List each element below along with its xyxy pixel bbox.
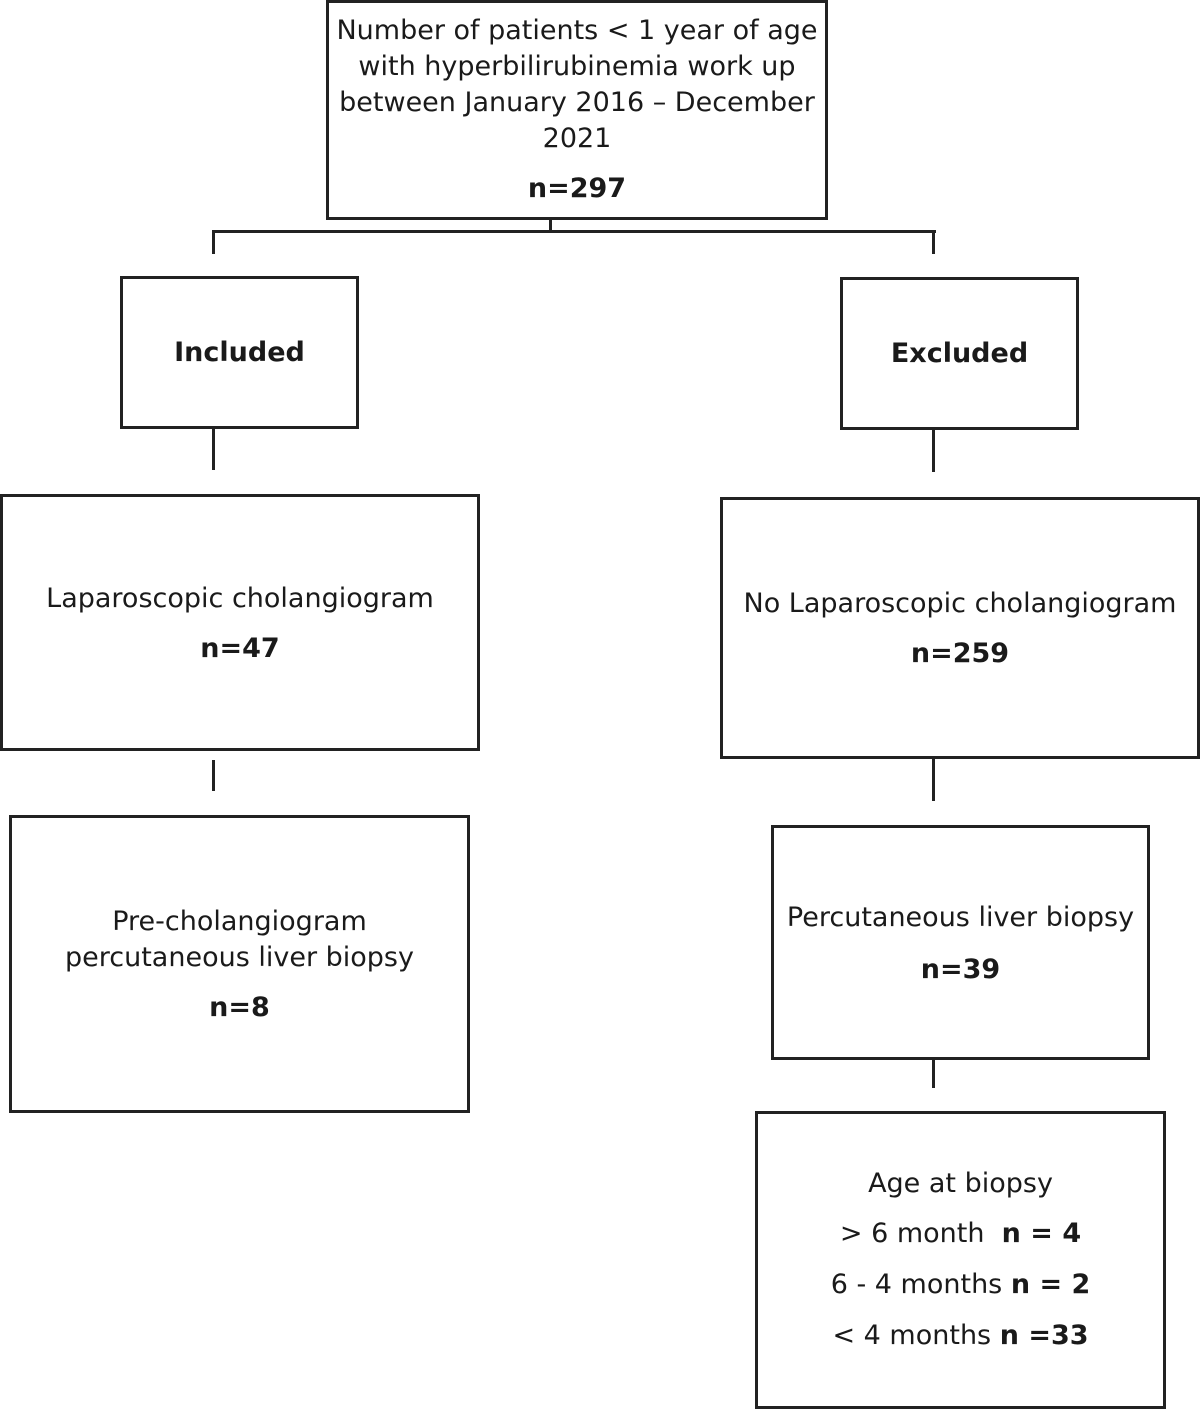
included-box: Included	[120, 276, 359, 429]
age-row-3-count: n =33	[999, 1320, 1089, 1351]
connector-top-stem	[549, 218, 552, 232]
connector-excluded-to-nolap	[932, 428, 935, 472]
percutaneous-biopsy-box: Percutaneous liver biopsy n=39	[771, 825, 1150, 1060]
connector-right-drop	[932, 230, 935, 254]
connector-left-drop	[212, 230, 215, 254]
total-patients-box: Number of patients < 1 year of age with …	[326, 0, 828, 220]
age-row-1-label: > 6 month	[839, 1218, 985, 1249]
age-row-2-count: n = 2	[1010, 1269, 1091, 1300]
connector-lap-to-pre	[212, 760, 215, 791]
percutaneous-biopsy-count: n=39	[920, 954, 1001, 985]
percutaneous-biopsy-label: Percutaneous liver biopsy	[786, 902, 1135, 933]
pre-cholangiogram-line-2: percutaneous liver biopsy	[65, 942, 414, 973]
total-line-2: with hyperbilirubinemia work up	[358, 51, 796, 82]
no-lap-cholangiogram-count: n=259	[910, 638, 1010, 669]
included-label: Included	[174, 337, 305, 368]
age-at-biopsy-box: Age at biopsy > 6 month n = 4 6 - 4 mont…	[755, 1111, 1166, 1409]
no-lap-cholangiogram-label: No Laparoscopic cholangiogram	[743, 588, 1177, 619]
pre-cholangiogram-biopsy-box: Pre-cholangiogram percutaneous liver bio…	[9, 815, 470, 1113]
age-row-2: 6 - 4 months n = 2	[758, 1267, 1163, 1303]
age-row-3-label: < 4 months	[832, 1320, 992, 1351]
total-line-4: 2021	[542, 123, 612, 154]
age-row-2-label: 6 - 4 months	[830, 1269, 1003, 1300]
age-row-3: < 4 months n =33	[758, 1318, 1163, 1354]
age-row-1: > 6 month n = 4	[758, 1216, 1163, 1252]
lap-cholangiogram-count: n=47	[200, 633, 280, 664]
total-line-3: between January 2016 – December	[339, 87, 815, 118]
total-count: n=297	[527, 173, 627, 204]
connector-perc-to-age	[932, 1058, 935, 1088]
connector-nolap-to-perc	[932, 758, 935, 801]
connector-included-to-lap	[212, 428, 215, 470]
excluded-box: Excluded	[840, 277, 1079, 430]
age-at-biopsy-title: Age at biopsy	[868, 1168, 1053, 1199]
pre-cholangiogram-line-1: Pre-cholangiogram	[112, 906, 367, 937]
age-row-1-count: n = 4	[1001, 1218, 1082, 1249]
total-line-1: Number of patients < 1 year of age	[336, 15, 818, 46]
connector-split-horizontal	[212, 230, 936, 233]
pre-cholangiogram-count: n=8	[209, 992, 270, 1023]
lap-cholangiogram-label: Laparoscopic cholangiogram	[46, 583, 434, 614]
lap-cholangiogram-box: Laparoscopic cholangiogram n=47	[0, 494, 480, 751]
excluded-label: Excluded	[890, 338, 1029, 369]
no-lap-cholangiogram-box: No Laparoscopic cholangiogram n=259	[720, 497, 1200, 759]
